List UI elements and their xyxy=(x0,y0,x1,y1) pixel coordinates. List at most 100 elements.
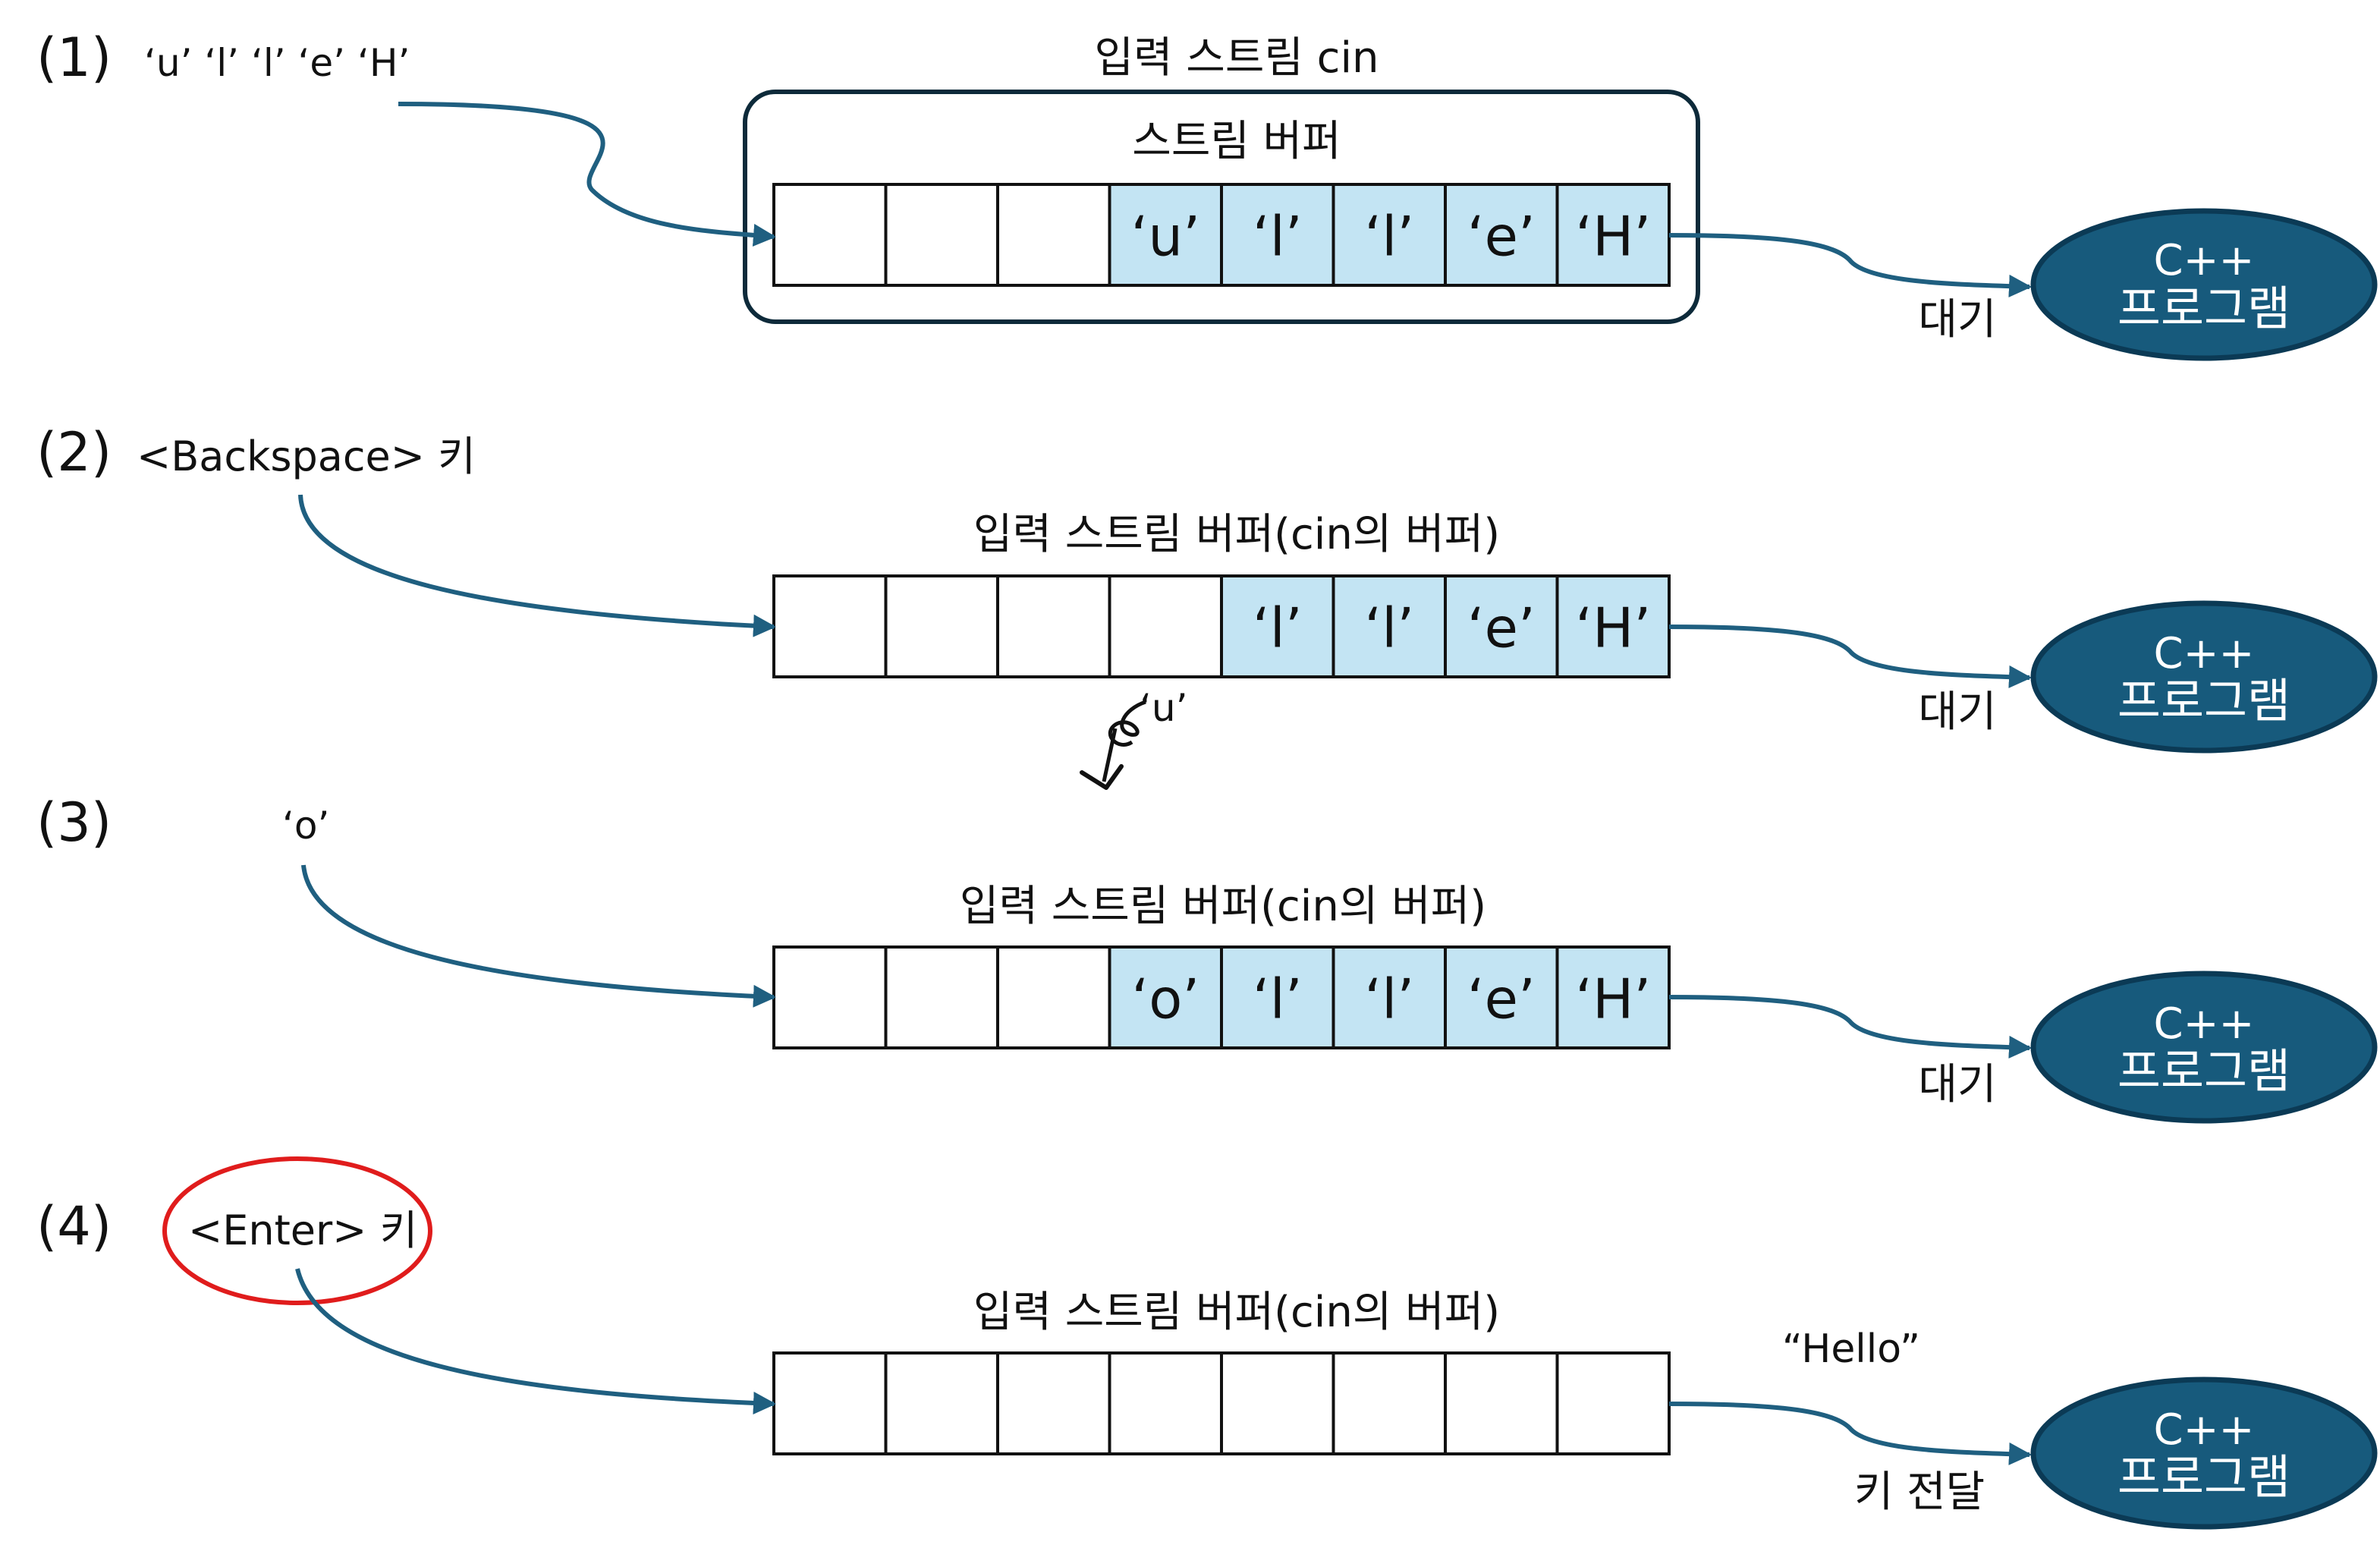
step-label: (1) xyxy=(36,27,112,89)
stream-title: 입력 스트림 cin xyxy=(1094,33,1379,83)
buffer-cell xyxy=(1220,1351,1335,1455)
panel-4: (4) <Enter> 키 입력 스트림 버퍼(cin의 버퍼) “Hello”… xyxy=(36,1156,2378,1530)
output-arrow xyxy=(1668,625,2032,688)
input-key: <Backspace> 키 xyxy=(137,433,476,480)
buffer-cell xyxy=(1444,574,1559,678)
buffer-cell xyxy=(884,945,999,1049)
buffer-cell-char: ‘e’ xyxy=(1467,968,1536,1031)
buffer-cell xyxy=(1331,945,1447,1049)
input-arrow xyxy=(298,494,776,637)
buffer-cell xyxy=(1555,945,1671,1049)
program-line1: C++ xyxy=(2154,999,2255,1049)
input-char: ‘o’ xyxy=(282,804,329,848)
cpp-program: C++ 프로그램 xyxy=(2030,971,2378,1124)
buffer-cells: ‘o’ ‘l’ ‘l’ ‘e’ ‘H’ xyxy=(772,945,1671,1049)
status-label: 키 전달 xyxy=(1854,1468,1985,1517)
buffer-cell xyxy=(996,574,1111,678)
buffer-cell xyxy=(1444,1351,1559,1455)
buffer-cell-char: ‘H’ xyxy=(1575,205,1651,269)
buffer-title: 스트림 버퍼 xyxy=(1132,117,1341,166)
program-line2: 프로그램 xyxy=(2117,1449,2290,1505)
buffer-cells xyxy=(772,1351,1671,1455)
input-chars: ‘u’ ‘l’ ‘l’ ‘e’ ‘H’ xyxy=(144,41,410,85)
panel-2: (2) <Backspace> 키 입력 스트림 버퍼(cin의 버퍼) ‘l’… xyxy=(36,421,2378,790)
buffer-cell xyxy=(996,183,1111,287)
buffer-cell xyxy=(1444,183,1559,287)
program-line2: 프로그램 xyxy=(2117,673,2290,728)
buffer-cell-char: ‘o’ xyxy=(1131,968,1199,1031)
buffer-cell xyxy=(884,183,999,287)
output-string: “Hello” xyxy=(1782,1326,1920,1372)
program-line2: 프로그램 xyxy=(2117,281,2290,336)
buffer-cell xyxy=(772,183,888,287)
buffer-cell xyxy=(1555,183,1671,287)
cpp-program: C++ 프로그램 xyxy=(2030,208,2378,361)
buffer-cell xyxy=(772,574,888,678)
buffer-cell xyxy=(884,1351,999,1455)
buffer-cell-char: ‘l’ xyxy=(1253,968,1303,1031)
program-ellipse xyxy=(2030,600,2378,754)
program-line1: C++ xyxy=(2154,1405,2255,1455)
output-arrow xyxy=(1668,1402,2032,1465)
buffer-cell xyxy=(1331,1351,1447,1455)
cpp-program: C++ 프로그램 xyxy=(2030,1377,2378,1530)
buffer-cell xyxy=(1108,183,1223,287)
step-label: (2) xyxy=(36,421,112,483)
buffer-cell xyxy=(1331,574,1447,678)
buffer-cell xyxy=(1555,1351,1671,1455)
input-key: <Enter> 키 xyxy=(188,1207,417,1254)
removed-char-label: ‘u’ xyxy=(1140,686,1187,730)
panel-1: (1) ‘u’ ‘l’ ‘l’ ‘e’ ‘H’ 입력 스트림 cin 스트림 버… xyxy=(36,27,2378,361)
buffer-cell-char: ‘l’ xyxy=(1364,968,1414,1031)
buffer-cell-char: ‘e’ xyxy=(1467,205,1536,269)
program-line1: C++ xyxy=(2154,236,2255,285)
removed-char-arrow-icon xyxy=(1080,764,1124,790)
buffer-cell xyxy=(772,1351,888,1455)
removed-char-scribble-icon xyxy=(1102,700,1146,782)
step-label: (4) xyxy=(36,1195,112,1257)
buffer-cell-char: ‘l’ xyxy=(1253,596,1303,660)
buffer-cell xyxy=(1220,183,1335,287)
buffer-cell-char: ‘l’ xyxy=(1364,205,1414,269)
buffer-cell xyxy=(1108,945,1223,1049)
enter-key-highlight-circle xyxy=(162,1156,432,1305)
program-ellipse xyxy=(2030,971,2378,1124)
buffer-cell-char: ‘l’ xyxy=(1364,596,1414,660)
removed-char: ‘u’ xyxy=(1080,686,1187,790)
status-label: 대기 xyxy=(1918,687,1996,737)
buffer-cell-char: ‘e’ xyxy=(1467,596,1536,660)
buffer-cell xyxy=(996,1351,1111,1455)
status-label: 대기 xyxy=(1918,1060,1996,1109)
buffer-cells: ‘l’ ‘l’ ‘e’ ‘H’ xyxy=(772,574,1671,678)
status-label: 대기 xyxy=(1918,295,1996,345)
buffer-title: 입력 스트림 버퍼(cin의 버퍼) xyxy=(960,882,1486,931)
program-line1: C++ xyxy=(2154,629,2255,678)
program-ellipse xyxy=(2030,208,2378,361)
buffer-cell xyxy=(884,574,999,678)
panel-3: (3) ‘o’ 입력 스트림 버퍼(cin의 버퍼) ‘o’‘l’‘l’‘e’‘… xyxy=(36,791,2378,1124)
cpp-program: C++ 프로그램 xyxy=(2030,600,2378,754)
step-label: (3) xyxy=(36,791,112,854)
buffer-cell-char: ‘l’ xyxy=(1253,205,1303,269)
output-arrow xyxy=(1668,233,2032,297)
buffer-cell xyxy=(1108,1351,1223,1455)
buffer-cell xyxy=(1220,574,1335,678)
buffer-cell-char: ‘H’ xyxy=(1575,596,1651,660)
buffer-cell xyxy=(772,945,888,1049)
buffer-cells: ‘u’ ‘l’ ‘l’ ‘e’ ‘H’ xyxy=(772,183,1671,287)
input-arrow xyxy=(295,1268,776,1414)
buffer-cell-char: ‘H’ xyxy=(1575,968,1651,1031)
input-arrow xyxy=(398,102,776,247)
buffer-title: 입력 스트림 버퍼(cin의 버퍼) xyxy=(973,1288,1500,1337)
buffer-title: 입력 스트림 버퍼(cin의 버퍼) xyxy=(973,510,1500,559)
buffer-cell-char: ‘u’ xyxy=(1131,205,1200,269)
output-arrow xyxy=(1668,995,2032,1059)
buffer-cell xyxy=(1108,574,1223,678)
program-ellipse xyxy=(2030,1377,2378,1530)
input-arrow xyxy=(301,864,776,1008)
program-line2: 프로그램 xyxy=(2117,1043,2290,1099)
buffer-cell xyxy=(996,945,1111,1049)
stream-outer-box xyxy=(743,90,1700,324)
buffer-cell xyxy=(1555,574,1671,678)
